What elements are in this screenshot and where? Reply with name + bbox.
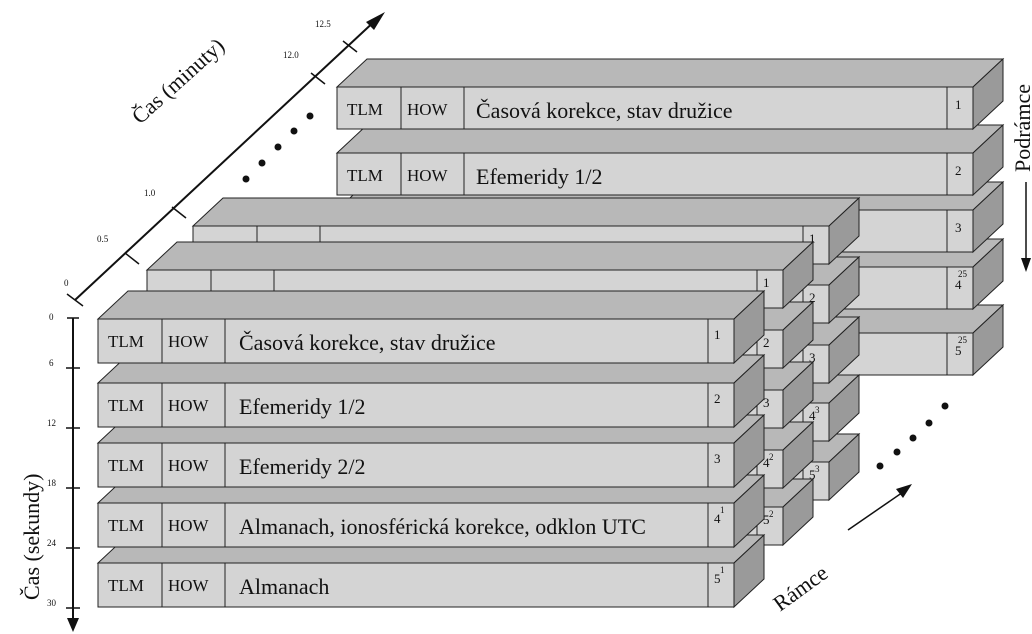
page-mark: 1	[720, 505, 725, 515]
tlm-word: TLM	[347, 166, 383, 185]
tlm-word: TLM	[108, 576, 144, 595]
seconds-axis-label: Čas (sekundy)	[19, 474, 44, 600]
subframe-number: 3	[955, 220, 962, 235]
how-word: HOW	[168, 332, 210, 351]
seconds-tick-18: 18	[47, 478, 57, 488]
subframe-number: 3	[714, 451, 721, 466]
subframe-number: 5	[763, 512, 770, 527]
page-mark: 1	[720, 565, 725, 575]
minutes-tick-12-5: 12.5	[315, 19, 331, 29]
subframe-description: Efemeridy 1/2	[239, 394, 365, 419]
subframe-description: Časová korekce, stav družice	[239, 330, 496, 355]
subframe-number: 3	[763, 395, 770, 410]
seconds-axis: 0 6 12 18 24 30 Čas (sekundy)	[19, 312, 80, 632]
page-mark: 2	[769, 452, 774, 462]
tlm-word: TLM	[108, 332, 144, 351]
front-frame-stack-row-5: TLM HOW Almanach 51	[96, 533, 766, 609]
subframe-number: 5	[955, 343, 962, 358]
subframe-number: 2	[714, 391, 721, 406]
subframes-axis-label: Podrámce	[1010, 84, 1032, 172]
tlm-word: TLM	[108, 456, 144, 475]
front-frame-stack-row-1: TLM HOW Časová korekce, stav družice 1	[96, 289, 766, 365]
page-mark: 25	[958, 335, 968, 345]
subframe-description: Efemeridy 1/2	[476, 164, 602, 189]
how-word: HOW	[168, 396, 210, 415]
how-word: HOW	[168, 516, 210, 535]
seconds-tick-30: 30	[47, 598, 57, 608]
page-mark: 3	[815, 405, 820, 415]
subframe-number: 4	[714, 511, 721, 526]
back-frame-stack-row-2	[335, 123, 1005, 197]
how-word: HOW	[407, 100, 449, 119]
seconds-tick-6: 6	[49, 358, 54, 368]
subframe-number: 4	[763, 455, 770, 470]
minutes-tick-0: 0	[64, 278, 69, 288]
subframe-number: 1	[714, 327, 721, 342]
subframe-number: 2	[955, 163, 962, 178]
subframe-description: Efemeridy 2/2	[239, 454, 365, 479]
subframe-number: 3	[809, 350, 816, 365]
minutes-axis-label: Čas (minuty)	[127, 33, 230, 129]
subframe-number: 1	[763, 275, 770, 290]
seconds-tick-24: 24	[47, 538, 57, 548]
page-mark: 2	[769, 509, 774, 519]
seconds-tick-0: 0	[49, 312, 54, 322]
tlm-word: TLM	[108, 396, 144, 415]
subframe-description: Almanach	[239, 574, 329, 599]
subframe-number: 4	[955, 277, 962, 292]
subframe-number: 4	[809, 408, 816, 423]
front-frame-stack-row-3: TLM HOW Efemeridy 2/2 3	[96, 413, 766, 489]
subframe-number: 5	[809, 467, 816, 482]
minutes-tick-0-5: 0.5	[97, 234, 109, 244]
page-mark: 25	[958, 269, 968, 279]
minutes-tick-1-0: 1.0	[144, 188, 156, 198]
subframe-description: Časová korekce, stav družice	[476, 98, 733, 123]
frames-axis-label: Rámce	[768, 560, 832, 616]
subframe-number: 2	[763, 335, 770, 350]
subframes-axis: Podrámce	[1010, 84, 1032, 272]
how-word: HOW	[168, 576, 210, 595]
subframe-number: 2	[809, 290, 816, 305]
minutes-tick-12-0: 12.0	[283, 50, 299, 60]
subframe-number: 1	[955, 97, 962, 112]
tlm-word: TLM	[108, 516, 144, 535]
subframe-number: 1	[809, 231, 816, 246]
back-frame-stack-row-1	[335, 57, 1005, 131]
front-frame-stack-row-2: TLM HOW Efemeridy 1/2 2	[96, 353, 766, 429]
seconds-tick-12: 12	[47, 418, 56, 428]
subframe-number: 5	[714, 571, 721, 586]
how-word: HOW	[407, 166, 449, 185]
tlm-word: TLM	[347, 100, 383, 119]
subframe-description: Almanach, ionosférická korekce, odklon U…	[239, 514, 646, 539]
how-word: HOW	[168, 456, 210, 475]
page-mark: 3	[815, 464, 820, 474]
